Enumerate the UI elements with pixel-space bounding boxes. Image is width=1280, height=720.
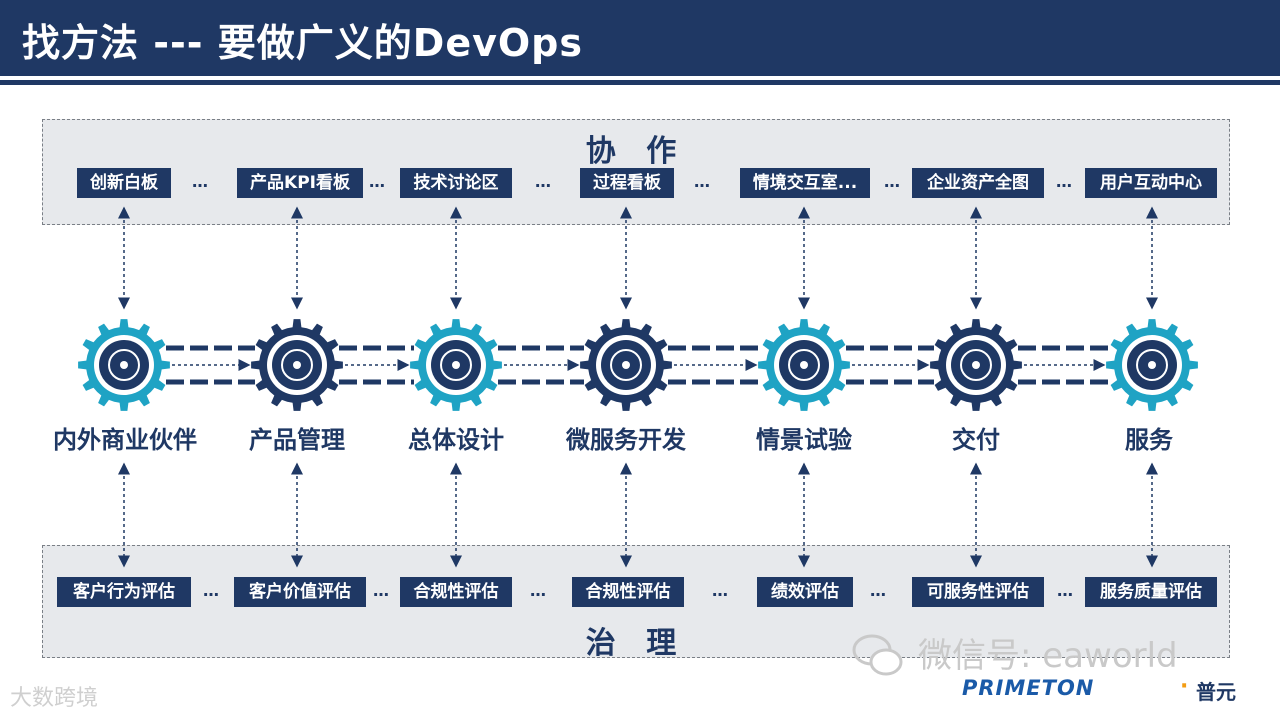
header-rule (0, 80, 1280, 85)
govern-tag: 客户价值评估 (234, 577, 366, 607)
arrows-cross-icon (1136, 349, 1168, 381)
header-bar: 找方法 --- 要做广义的DevOps (0, 0, 1280, 76)
hierarchy-icon-dot (293, 361, 301, 369)
ellipsis: … (1057, 581, 1074, 600)
stage-label: 内外商业伙伴 (53, 426, 197, 454)
handshake-icon (108, 349, 140, 381)
cloud-upload-icon-dot (972, 361, 980, 369)
collab-tag: 用户互动中心 (1085, 168, 1217, 198)
watermark-right: 微信号: eaworld (918, 636, 1178, 676)
collaboration-title: 协 作 (585, 134, 687, 169)
govern-tag: 服务质量评估 (1085, 577, 1217, 607)
page-title: 找方法 --- 要做广义的DevOps (22, 21, 583, 65)
database-icon (440, 349, 472, 381)
gears-icon-dot (622, 361, 630, 369)
lifebuoy-icon-dot (800, 361, 808, 369)
ellipsis: … (870, 581, 887, 600)
ellipsis: … (884, 172, 901, 191)
governance-title: 治 理 (585, 626, 687, 661)
stage-label: 情景试验 (756, 426, 852, 454)
database-icon-dot (452, 361, 460, 369)
govern-tag: 合规性评估 (572, 577, 684, 607)
collab-tag: 技术讨论区 (400, 168, 512, 198)
brand-separator: · (1180, 674, 1189, 699)
wechat-icon (852, 634, 903, 676)
stage-label: 微服务开发 (566, 426, 686, 454)
govern-tag: 合规性评估 (400, 577, 512, 607)
ellipsis: … (712, 581, 729, 600)
watermark-left: 大数跨境 (10, 686, 99, 711)
collab-tag: 企业资产全图 (912, 168, 1044, 198)
stage-label: 交付 (952, 426, 1000, 454)
gears-icon (610, 349, 642, 381)
brand-cn: 普元 (1196, 680, 1236, 704)
ellipsis: … (535, 172, 552, 191)
ellipsis: … (369, 172, 386, 191)
arrows-cross-icon-dot (1148, 361, 1156, 369)
govern-tag: 可服务性评估 (912, 577, 1044, 607)
ellipsis: … (530, 581, 547, 600)
collab-tag: 创新白板 (77, 168, 171, 198)
ellipsis: … (203, 581, 220, 600)
brand-logo: PRIMETON (962, 676, 1095, 700)
stage-label: 服务 (1125, 426, 1173, 454)
cloud-upload-icon (960, 349, 992, 381)
govern-tag: 绩效评估 (757, 577, 853, 607)
handshake-icon-dot (120, 361, 128, 369)
ellipsis: … (1056, 172, 1073, 191)
lifebuoy-icon (788, 349, 820, 381)
hierarchy-icon (281, 349, 313, 381)
collab-tag: 过程看板 (580, 168, 674, 198)
collab-tag: 产品KPI看板 (237, 168, 363, 198)
stage-label: 总体设计 (408, 426, 504, 454)
ellipsis: … (694, 172, 711, 191)
ellipsis: … (373, 581, 390, 600)
stage-label: 产品管理 (249, 426, 345, 454)
govern-tag: 客户行为评估 (57, 577, 191, 607)
ellipsis: … (192, 172, 209, 191)
collab-tag: 情境交互室... (740, 168, 870, 198)
